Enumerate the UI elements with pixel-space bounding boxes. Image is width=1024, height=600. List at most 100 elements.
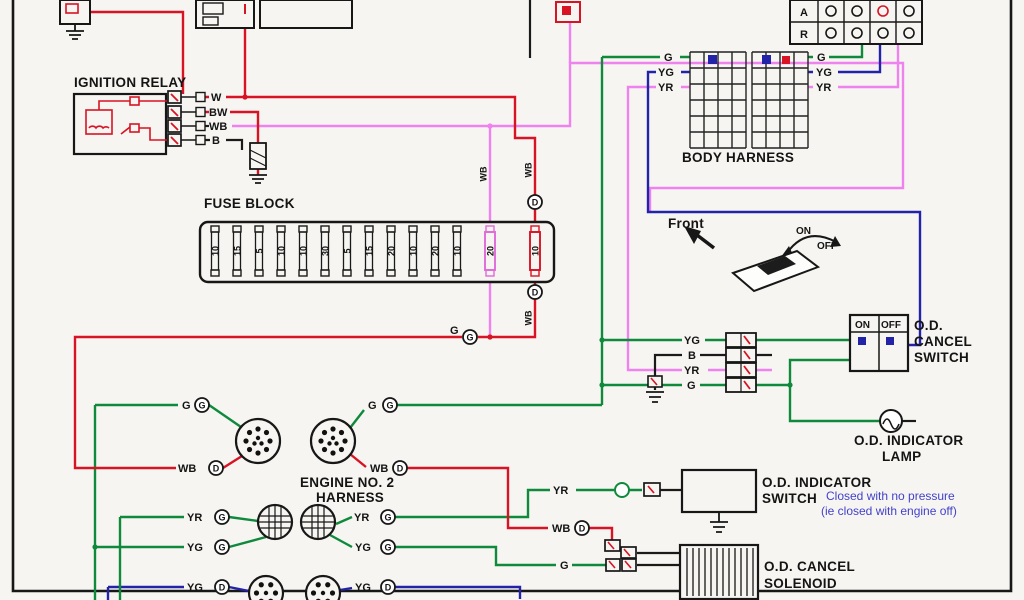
connector-letter: D	[579, 523, 586, 533]
od-indicator-lamp-label-2: LAMP	[882, 449, 921, 464]
wire-label-b: B	[212, 135, 220, 147]
od-cancel-solenoid-label-1: O.D. CANCEL	[764, 559, 855, 574]
wire-label-yg: YG	[355, 582, 371, 594]
fuse: 15	[232, 225, 243, 277]
wire-yr-violet-right-grid	[808, 44, 900, 89]
od-indicator-lamp-label-1: O.D. INDICATOR	[854, 433, 963, 448]
fuse-amp-label: 10	[531, 246, 541, 256]
wire-label-yg: YG	[684, 335, 700, 347]
wire-label-yg: YG	[187, 542, 203, 554]
connector-letter: G	[218, 542, 225, 552]
connector-ring-g	[382, 397, 398, 413]
connector-letter: D	[213, 463, 220, 473]
wire-label-yr: YR	[187, 512, 202, 524]
connector-letter: G	[198, 400, 205, 410]
connector-mark	[647, 485, 655, 494]
fuse-amp-label: 20	[486, 246, 496, 256]
top-box-2	[259, 0, 353, 29]
connector-letter: G	[386, 400, 393, 410]
inline-connector-ring	[614, 482, 630, 498]
lamp-filament-icon	[882, 418, 900, 430]
junction-dot	[599, 382, 605, 388]
wire-label-yr: YR	[553, 485, 568, 497]
fuse: 10	[529, 225, 541, 277]
wire-g-solenoid-feed	[395, 545, 606, 567]
switch-grid	[850, 315, 908, 371]
fuse-amp-label: 10	[277, 246, 287, 256]
connector-ring-g	[380, 509, 396, 525]
wire-label-w: W	[211, 92, 222, 104]
switch-feed-connectors: YG B YR G	[646, 332, 757, 403]
toggle-off-label: OFF	[817, 241, 837, 252]
connector-letter: G	[218, 512, 225, 522]
switch-off-label: OFF	[881, 320, 901, 331]
engine-harness: ENGINE NO. 2 HARNESS G G G G WB D WB D Y…	[178, 397, 408, 600]
connector-ring-g	[214, 539, 230, 555]
connector-letter: G	[384, 542, 391, 552]
connector-letter: D	[532, 197, 539, 207]
od-cancel-switch-label-3: SWITCH	[914, 350, 969, 365]
ground-symbol	[66, 24, 84, 40]
relay-terminals	[167, 90, 206, 147]
fuse-amp-label: 5	[255, 248, 265, 253]
junction-dot	[599, 337, 605, 343]
harness-pin-yg-left: YG	[658, 67, 674, 79]
front-arrowhead-icon	[684, 226, 701, 244]
fuse-amp-label: 10	[211, 246, 221, 256]
connector-letter: G	[384, 512, 391, 522]
body-harness-label: BODY HARNESS	[682, 150, 794, 165]
harness-pin-g-left: G	[664, 52, 673, 64]
od-cancel-solenoid-box	[678, 543, 760, 600]
connector-ring-g	[380, 539, 396, 555]
wire-label-wb-vertical: WB	[524, 162, 534, 177]
fuse-amp-label: 10	[299, 246, 309, 256]
od-indicator-switch-label-2: SWITCH	[762, 491, 817, 506]
top-red-component	[555, 1, 581, 23]
od-cancel-solenoid-label-2: SOLENOID	[764, 576, 837, 591]
switch-terminal-blue	[858, 337, 866, 345]
wire-yr-conn-links	[228, 515, 353, 526]
fuse: 20	[484, 225, 496, 277]
od-indicator-switch: YR O.D. INDICATOR SWITCH Closed with no …	[553, 468, 957, 533]
connector-ring-d	[380, 579, 396, 595]
toggle-on-label: ON	[796, 226, 811, 237]
relay-internal-schematic	[85, 96, 168, 141]
arrowhead-icon	[830, 236, 841, 247]
harness-terminal-blue	[708, 55, 717, 64]
wire-g-engine-row1	[208, 403, 602, 429]
wire-g-switch-branch	[788, 358, 850, 385]
connector-ring-g	[214, 509, 230, 525]
fuse: 20	[430, 225, 441, 277]
blue-wires	[106, 44, 922, 600]
harness-pin-yr-left: YR	[658, 82, 673, 94]
connector-letter: D	[532, 287, 539, 297]
wire-yr-indicator-switch	[395, 488, 642, 519]
wire-red-top-left	[90, 10, 185, 94]
inline-connectors	[725, 332, 757, 393]
front-arrow-icon	[695, 233, 716, 250]
top-red-component-terminal	[562, 6, 571, 15]
ground-symbol	[710, 512, 728, 533]
switch-note-line-2: (ie closed with engine off)	[821, 504, 957, 518]
fuse-amp-label: 10	[409, 246, 419, 256]
toggle-switch-illustration: Front ON OFF	[668, 216, 841, 293]
fuse: 20	[386, 225, 397, 277]
top-box-1-inner	[202, 2, 224, 15]
connector-table: A R	[789, 0, 923, 45]
fuse-block-label: FUSE BLOCK	[204, 196, 295, 211]
fuse-amp-label: 20	[387, 246, 397, 256]
wire-label-yr: YR	[684, 365, 699, 377]
fuse: 10	[452, 225, 463, 277]
wire-label-g: G	[450, 325, 459, 337]
wire-label-wb-vertical: WB	[524, 310, 534, 325]
wire-label-wb: WB	[178, 463, 196, 475]
violet-wires	[232, 22, 905, 372]
fuse: 5	[342, 225, 353, 277]
wire-wb-red-conn-links	[222, 453, 367, 470]
connector-letter: D	[385, 582, 392, 592]
wire-g-right-grid	[808, 44, 864, 59]
switch-note-line-1: Closed with no pressure	[826, 489, 955, 503]
engine-harness-label-2: HARNESS	[316, 490, 384, 505]
